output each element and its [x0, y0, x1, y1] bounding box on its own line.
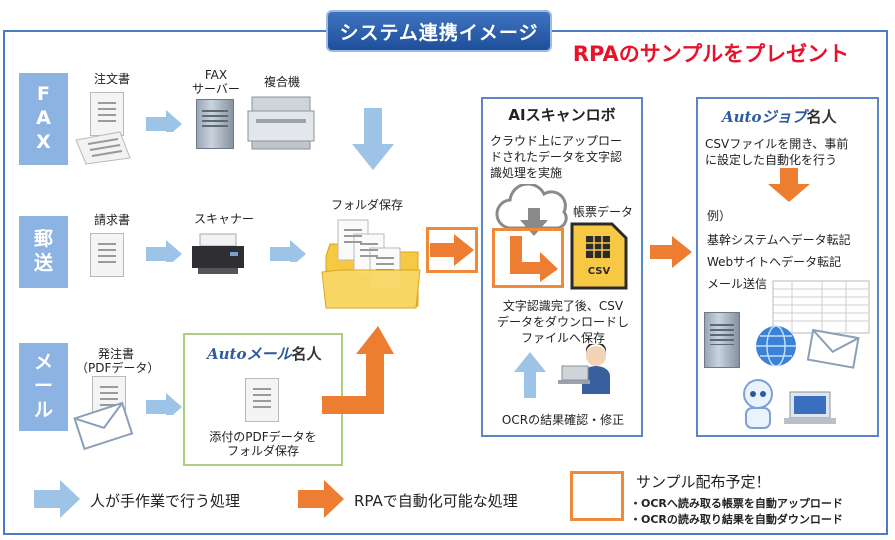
rpa-sample-box — [492, 228, 564, 288]
autojob-logo-ja: 名人 — [806, 108, 837, 126]
automail-caption-line2: フォルダ保存 — [226, 444, 299, 459]
automail-logo: Autoメール名人 — [207, 343, 322, 364]
ai-scan-title: AIスキャンロボ — [508, 106, 616, 124]
lane-email-char: ル — [33, 398, 53, 421]
autojob-desc: CSVファイルを開き、事前 に設定した自動化を行う — [705, 136, 875, 168]
fax-paper-icon — [75, 131, 131, 165]
globe-icon — [756, 325, 796, 367]
legend-sample-item: ・OCRへ読み取る帳票を自動アップロード — [630, 497, 843, 510]
manual-arrow-up — [514, 352, 546, 398]
manual-arrow — [146, 393, 182, 415]
rpa-arrow-bent — [510, 236, 558, 282]
cloud-upload-icon — [495, 184, 568, 236]
ai-scan-done-line3: ファイルへ保存 — [520, 331, 605, 346]
ai-scan-desc-line3: 識処理を実施 — [490, 166, 563, 181]
lane-email-char: メ — [33, 351, 53, 374]
operator-person-icon — [558, 344, 610, 394]
autojob-logo: Autoジョブ名人 — [722, 106, 837, 127]
rpa-arrow — [430, 234, 474, 266]
diagram-title: システム連携イメージ — [326, 10, 552, 52]
envelope-icon — [73, 401, 134, 451]
pdf-doc-icon — [245, 378, 279, 422]
rpa-arrow — [650, 236, 692, 268]
lane-fax-char: X — [36, 130, 51, 153]
multifunction-printer-icon — [247, 96, 315, 150]
po-label-line2: （PDFデータ） — [76, 361, 160, 376]
fax-server-label-line2: サーバー — [192, 82, 240, 97]
legend-sample-title: サンプル配布予定！ — [636, 473, 771, 491]
csv-file-icon: CSV — [570, 222, 628, 290]
manual-arrow-down — [352, 108, 394, 170]
lane-fax: F A X — [19, 73, 68, 165]
ai-scan-desc-line1: クラウド上にアップロー — [490, 134, 623, 148]
po-label: 発注書 （PDFデータ） — [76, 347, 160, 376]
ai-scan-desc: クラウド上にアップロー ドされたデータを文字認 識処理を実施 — [490, 133, 640, 182]
legend-rpa-label: RPAで自動化可能な処理 — [354, 492, 518, 510]
manual-arrow — [146, 110, 182, 132]
autojob-logo-en: Autoジョブ — [722, 108, 807, 126]
invoice-icon — [90, 233, 124, 277]
fax-server-label: FAX サーバー — [186, 68, 246, 97]
legend-sample-box — [570, 471, 624, 521]
lane-fax-char: F — [37, 83, 50, 106]
example-item: Webサイトへデータ転記 — [707, 255, 842, 269]
csv-text: CSV — [588, 266, 611, 277]
invoice-label: 請求書 — [93, 213, 130, 227]
automail-logo-ja: 名人 — [291, 345, 322, 363]
automail-caption-line1: 添付のPDFデータを — [209, 430, 317, 444]
automail-caption: 添付のPDFデータを フォルダ保存 — [190, 430, 336, 459]
legend-sample-item: ・OCRの読み取り結果を自動ダウンロード — [630, 513, 843, 526]
robot-pc-icon — [743, 379, 836, 429]
mfp-label: 複合機 — [263, 75, 300, 89]
scanner-icon — [192, 233, 244, 274]
ai-scan-desc-line2: ドされたデータを文字認 — [490, 150, 623, 165]
example-item: 基幹システムへデータ転記 — [707, 233, 851, 247]
lane-fax-char: A — [36, 107, 51, 130]
core-server-icon — [704, 312, 740, 368]
autojob-box — [696, 97, 879, 437]
legend-manual-arrow — [34, 480, 80, 518]
fax-doc-label: 注文書 — [93, 72, 130, 86]
po-label-line1: 発注書 — [97, 347, 134, 361]
manual-arrow — [270, 240, 306, 262]
lane-post-char: 郵 — [33, 228, 53, 251]
ocr-check-label: OCRの結果確認・修正 — [501, 413, 625, 427]
lane-mail-post: 郵 送 — [19, 216, 68, 288]
ai-scan-done-line2: データをダウンロードし — [496, 315, 629, 330]
manual-arrow — [146, 240, 182, 262]
autojob-desc-line1: CSVファイルを開き、事前 — [705, 137, 849, 151]
autojob-desc-line2: に設定した自動化を行う — [705, 153, 838, 168]
example-item: メール送信 — [707, 277, 768, 291]
rpa-arrow-up — [322, 326, 394, 414]
automail-logo-en: Autoメール — [207, 345, 292, 363]
folder-save-label: フォルダ保存 — [330, 198, 403, 212]
lane-email-char: ー — [33, 375, 53, 398]
present-banner: RPAのサンプルをプレゼント — [572, 42, 850, 66]
fax-server-icon — [196, 99, 234, 149]
lane-email: メ ー ル — [19, 343, 68, 431]
mail-envelope-icon — [806, 328, 860, 369]
ai-scan-done: 文字認識完了後、CSV データをダウンロードし ファイルへ保存 — [484, 298, 642, 347]
ai-scan-done-line1: 文字認識完了後、CSV — [502, 299, 624, 313]
spreadsheet-form-icon — [772, 280, 870, 334]
folder-icon — [321, 219, 421, 309]
rpa-arrow-down — [768, 168, 810, 202]
lane-post-char: 送 — [33, 252, 53, 274]
legend-manual-label: 人が手作業で行う処理 — [90, 492, 241, 510]
form-data-label: 帳票データ — [572, 205, 633, 219]
scanner-label: スキャナー — [193, 212, 254, 226]
legend-rpa-arrow — [298, 480, 344, 518]
automail-box — [183, 333, 343, 466]
examples-label: 例） — [707, 209, 732, 223]
rpa-sample-box — [426, 227, 478, 273]
fax-server-label-line1: FAX — [204, 68, 228, 82]
